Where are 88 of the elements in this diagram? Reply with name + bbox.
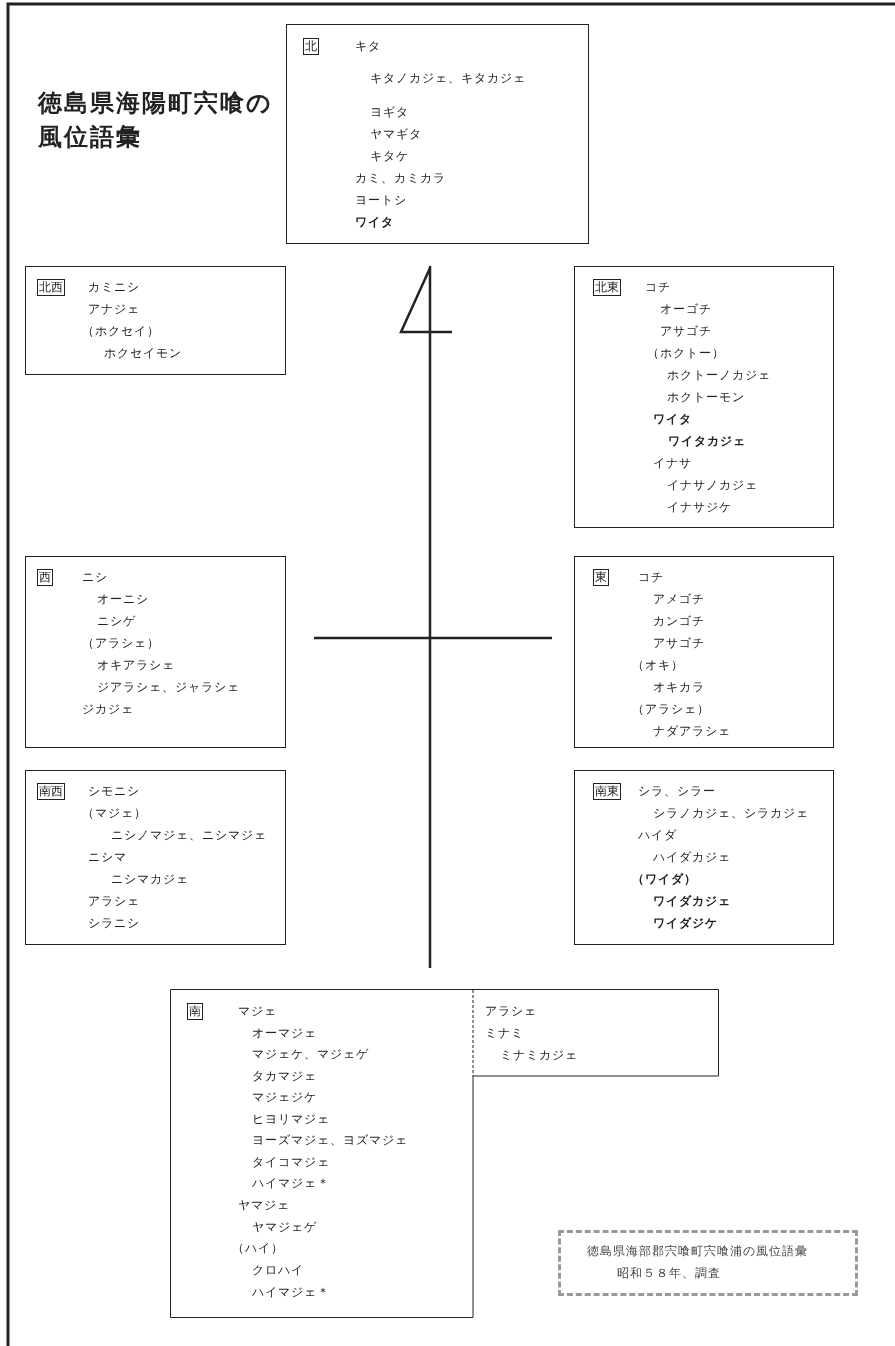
- wind-name: ワイタ: [653, 411, 692, 427]
- wind-name: ヒヨリマジェ: [252, 1111, 330, 1127]
- wind-list-box: [25, 770, 286, 945]
- wind-name: ニシマカジェ: [111, 871, 189, 887]
- wind-name: ハイダカジェ: [653, 849, 731, 865]
- wind-list-box: [574, 556, 834, 748]
- wind-name: タイコマジェ: [252, 1154, 330, 1170]
- wind-name: イナサ: [653, 455, 692, 471]
- wind-name: ハイマジェ＊: [252, 1284, 330, 1300]
- wind-name: イナサノカジェ: [667, 477, 758, 493]
- wind-name: オーゴチ: [660, 301, 712, 317]
- wind-name: アサゴチ: [653, 635, 705, 651]
- wind-list-box: [286, 24, 589, 244]
- wind-name: ジカジェ: [82, 701, 134, 717]
- wind-name: アメゴチ: [653, 591, 705, 607]
- note-box: [558, 1230, 858, 1296]
- wind-name: （ホクセイ）: [82, 323, 160, 339]
- wind-name: ジアラシェ、ジャラシェ: [97, 679, 240, 695]
- wind-name: アラシェ: [485, 1003, 537, 1019]
- wind-name: コチ: [638, 569, 664, 585]
- wind-name: ヤマジェ: [238, 1197, 290, 1213]
- wind-name: オーニシ: [97, 591, 149, 607]
- wind-name: ワイタ: [355, 214, 394, 230]
- wind-list-box: [25, 266, 286, 375]
- wind-name: アナジェ: [88, 301, 140, 317]
- wind-name: コチ: [645, 279, 671, 295]
- wind-name: カンゴチ: [653, 613, 705, 629]
- wind-name: タカマジェ: [252, 1068, 317, 1084]
- wind-name: ワイダカジェ: [653, 893, 731, 909]
- wind-name: （マジェ）: [82, 805, 147, 821]
- wind-list-box: [574, 770, 834, 945]
- wind-name: ホクセイモン: [104, 345, 182, 361]
- wind-name: ホクトーモン: [667, 389, 745, 405]
- wind-name: （ワイダ）: [632, 871, 697, 887]
- wind-list-box: [25, 556, 286, 748]
- direction-mark: 南西: [37, 783, 65, 800]
- note-text: 徳島県海部郡宍喰町宍喰浦の風位語彙: [587, 1243, 808, 1259]
- wind-name: （アラシェ）: [632, 701, 710, 717]
- direction-mark: 南東: [593, 783, 621, 800]
- wind-name: イナサジケ: [667, 499, 732, 515]
- wind-name: ヤマギタ: [370, 126, 422, 142]
- wind-name: オキカラ: [653, 679, 705, 695]
- wind-name: ヨギタ: [370, 104, 409, 120]
- direction-mark: 東: [593, 569, 609, 586]
- direction-mark: 北東: [593, 279, 621, 296]
- wind-name: ハイダ: [638, 827, 677, 843]
- wind-name: マジェジケ: [252, 1089, 317, 1105]
- wind-name: ニシゲ: [97, 613, 136, 629]
- wind-name: ナダアラシェ: [653, 723, 731, 739]
- direction-mark: 西: [37, 569, 53, 586]
- wind-name: ニシ: [82, 569, 108, 585]
- wind-name: オキアラシェ: [97, 657, 175, 673]
- direction-mark: 北: [303, 38, 319, 55]
- wind-name: シラニシ: [88, 915, 140, 931]
- wind-list-box: [574, 266, 834, 528]
- wind-name: ミナミ: [485, 1025, 524, 1041]
- wind-name: ハイマジェ＊: [252, 1175, 330, 1191]
- wind-name: （ホクトー）: [647, 345, 725, 361]
- wind-name: カミ、カミカラ: [355, 170, 446, 186]
- note-text: 昭和５８年、調査: [617, 1265, 721, 1281]
- wind-name: キタ: [355, 38, 381, 54]
- wind-name: アサゴチ: [660, 323, 712, 339]
- wind-name: （ハイ）: [232, 1240, 284, 1256]
- wind-name: ワイタカジェ: [668, 433, 746, 449]
- direction-mark: 南: [187, 1003, 203, 1020]
- title: 徳島県海陽町宍喰の風位語彙: [38, 88, 274, 153]
- wind-name: オーマジェ: [252, 1025, 317, 1041]
- wind-name: ワイダジケ: [653, 915, 718, 931]
- wind-name: ニシマ: [88, 849, 127, 865]
- wind-name: キタノカジェ、キタカジェ: [370, 70, 526, 86]
- wind-name: ミナミカジェ: [500, 1047, 578, 1063]
- wind-name: マジェ: [238, 1003, 277, 1019]
- wind-name: ホクトーノカジェ: [667, 367, 771, 383]
- wind-name: シラノカジェ、シラカジェ: [653, 805, 809, 821]
- direction-mark: 北西: [37, 279, 65, 296]
- wind-name: （アラシェ）: [82, 635, 160, 651]
- wind-name: マジェケ、マジェゲ: [252, 1046, 369, 1062]
- wind-name: カミニシ: [88, 279, 140, 295]
- wind-name: （オキ）: [632, 657, 684, 673]
- wind-name: キタケ: [370, 148, 409, 164]
- wind-name: アラシェ: [88, 893, 140, 909]
- wind-name: ヤマジェゲ: [252, 1219, 317, 1235]
- wind-name: ヨートシ: [355, 192, 407, 208]
- wind-name: シラ、シラー: [638, 783, 716, 799]
- wind-name: ヨーズマジェ、ヨズマジェ: [252, 1132, 408, 1148]
- wind-name: ニシノマジェ、ニシマジェ: [111, 827, 267, 843]
- wind-name: シモニシ: [88, 783, 140, 799]
- wind-name: クロハイ: [252, 1262, 304, 1278]
